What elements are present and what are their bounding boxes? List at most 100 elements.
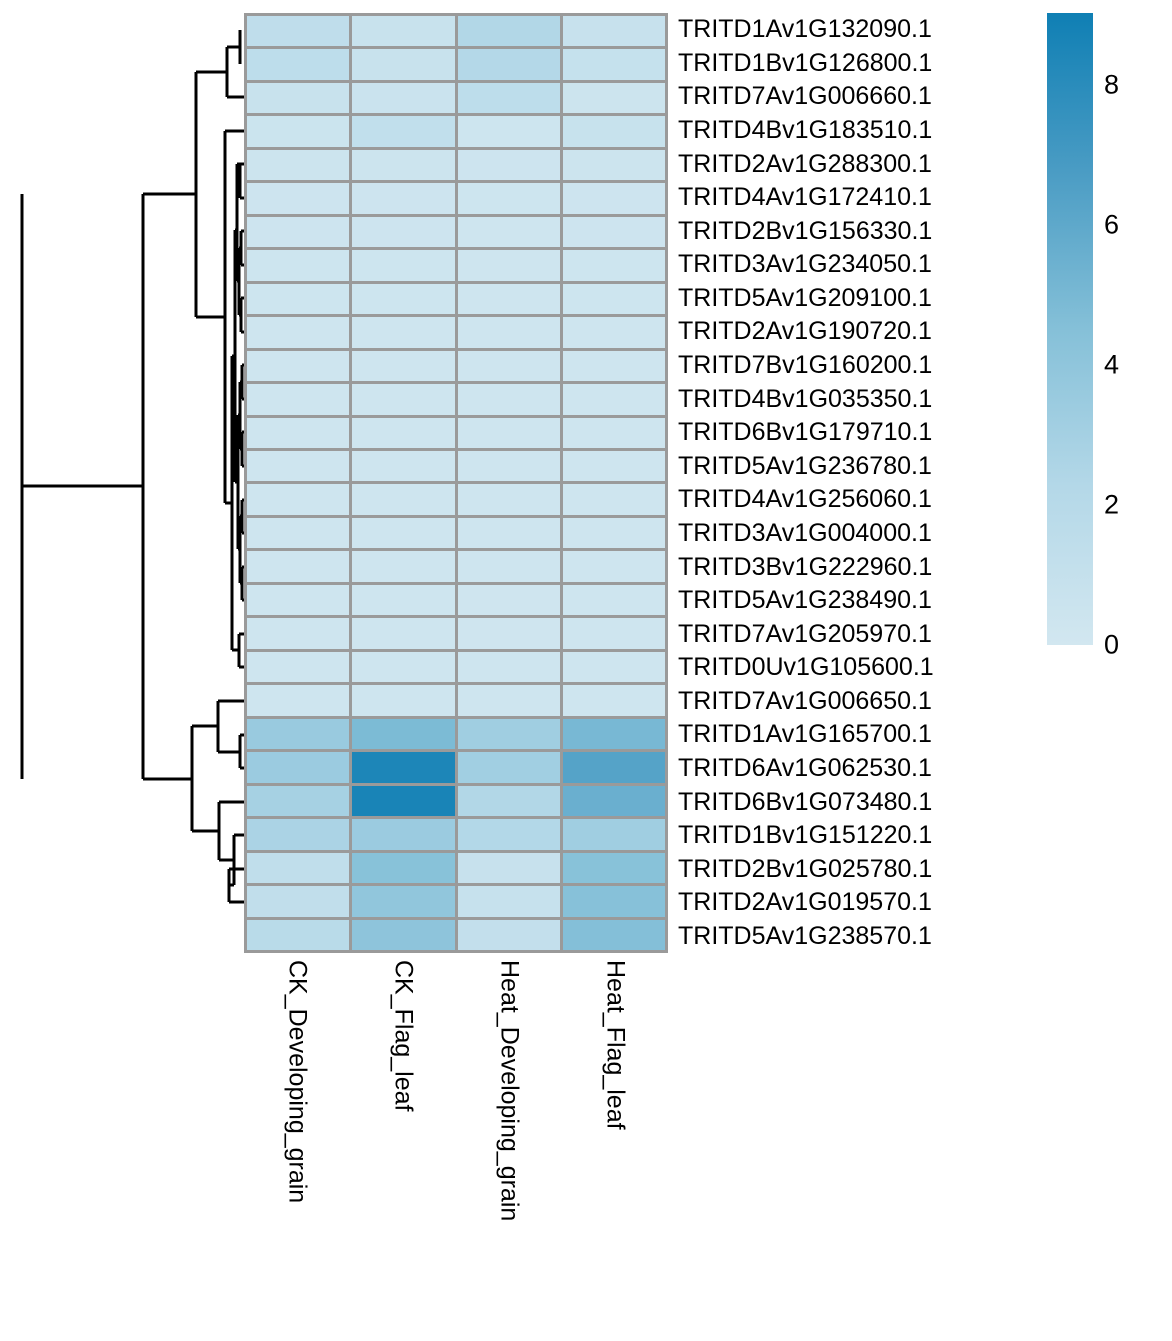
colorbar-tick-label: 6 bbox=[1104, 209, 1120, 240]
heatmap-cell bbox=[247, 752, 350, 783]
column-label: Heat_Developing_grain bbox=[495, 960, 524, 1222]
heatmap-cell bbox=[247, 584, 350, 616]
heatmap-cell bbox=[352, 651, 455, 683]
row-label: TRITD2Av1G190720.1 bbox=[678, 317, 932, 346]
heatmap-cell bbox=[247, 785, 350, 817]
heatmap-cell bbox=[352, 451, 455, 482]
row-label: TRITD6Av1G062530.1 bbox=[678, 754, 932, 782]
row-label: TRITD1Bv1G126800.1 bbox=[678, 48, 933, 77]
heatmap-cell bbox=[247, 16, 350, 47]
heatmap-cell bbox=[457, 283, 560, 315]
heatmap-cell bbox=[247, 551, 350, 582]
heatmap-cell bbox=[247, 384, 350, 415]
heatmap-cell bbox=[352, 618, 455, 649]
heatmap-cell bbox=[457, 49, 560, 80]
row-label: TRITD5Av1G238570.1 bbox=[678, 921, 932, 950]
heatmap-cell bbox=[352, 685, 455, 716]
heatmap-cell bbox=[457, 16, 560, 47]
heatmap-cell bbox=[352, 116, 455, 147]
heatmap-cell bbox=[562, 283, 665, 315]
heatmap-cell bbox=[562, 116, 665, 147]
heatmap-cell bbox=[352, 785, 455, 817]
row-label: TRITD3Av1G004000.1 bbox=[678, 518, 932, 547]
heatmap-cell bbox=[562, 451, 665, 482]
heatmap-cell bbox=[562, 852, 665, 884]
row-label: TRITD1Bv1G151220.1 bbox=[678, 821, 933, 850]
heatmap-cell bbox=[457, 183, 560, 214]
heatmap-cell bbox=[562, 651, 665, 683]
row-label: TRITD6Bv1G179710.1 bbox=[678, 418, 933, 447]
heatmap-cell bbox=[352, 852, 455, 884]
heatmap-cell bbox=[562, 49, 665, 80]
heatmap-cell bbox=[562, 685, 665, 716]
heatmap-cell bbox=[562, 551, 665, 582]
heatmap-cell bbox=[457, 618, 560, 649]
row-label: TRITD3Bv1G222960.1 bbox=[678, 552, 933, 581]
heatmap-cell bbox=[457, 116, 560, 147]
row-label: TRITD4Av1G256060.1 bbox=[678, 485, 932, 514]
heatmap-cell bbox=[457, 216, 560, 248]
heatmap-cell bbox=[247, 250, 350, 281]
row-label: TRITD5Av1G209100.1 bbox=[678, 283, 932, 312]
row-dendrogram bbox=[20, 28, 246, 904]
heatmap-cell bbox=[247, 819, 350, 850]
row-label: TRITD5Av1G238490.1 bbox=[678, 586, 932, 615]
column-label-slot: CK_Flag_leaf bbox=[350, 956, 456, 1336]
row-label: TRITD4Av1G172410.1 bbox=[678, 183, 932, 212]
column-label-slot: Heat_Developing_grain bbox=[456, 956, 562, 1336]
heatmap-cell bbox=[247, 350, 350, 382]
heatmap-cell bbox=[457, 819, 560, 850]
heatmap-cell bbox=[352, 250, 455, 281]
heatmap-cell bbox=[562, 149, 665, 181]
heatmap-cell bbox=[247, 886, 350, 917]
row-label: TRITD2Av1G019570.1 bbox=[678, 888, 932, 917]
heatmap-cell bbox=[457, 651, 560, 683]
heatmap-cell bbox=[457, 82, 560, 114]
heatmap-cell bbox=[562, 183, 665, 214]
heatmap-cell bbox=[352, 886, 455, 917]
heatmap-cell bbox=[562, 216, 665, 248]
heatmap-cell bbox=[562, 484, 665, 515]
heatmap-cell bbox=[562, 785, 665, 817]
heatmap-cell bbox=[247, 718, 350, 750]
heatmap-cell bbox=[247, 149, 350, 181]
heatmap-cell bbox=[352, 517, 455, 549]
heatmap-cell bbox=[352, 216, 455, 248]
heatmap-cell bbox=[457, 149, 560, 181]
heatmap-cell bbox=[247, 651, 350, 683]
heatmap-cell bbox=[457, 886, 560, 917]
heatmap-cell bbox=[247, 852, 350, 884]
column-label: Heat_Flag_leaf bbox=[601, 960, 630, 1130]
heatmap-cell bbox=[352, 350, 455, 382]
row-label: TRITD2Bv1G025780.1 bbox=[678, 854, 933, 883]
heatmap-cell bbox=[562, 16, 665, 47]
colorbar-tick-label: 4 bbox=[1104, 349, 1120, 380]
row-label: TRITD4Bv1G183510.1 bbox=[678, 116, 933, 145]
heatmap-cell bbox=[562, 250, 665, 281]
row-label: TRITD2Av1G288300.1 bbox=[678, 149, 932, 178]
row-label: TRITD1Av1G165700.1 bbox=[678, 720, 932, 749]
row-label: TRITD7Av1G006650.1 bbox=[678, 686, 932, 715]
heatmap-cell bbox=[562, 317, 665, 348]
row-label: TRITD6Bv1G073480.1 bbox=[678, 787, 933, 816]
column-label-slot: Heat_Flag_leaf bbox=[562, 956, 668, 1336]
heatmap-cell bbox=[457, 417, 560, 449]
heatmap-cell bbox=[352, 183, 455, 214]
heatmap-cell bbox=[562, 417, 665, 449]
heatmap-cell bbox=[247, 685, 350, 716]
heatmap-cell bbox=[352, 584, 455, 616]
heatmap-cell bbox=[247, 517, 350, 549]
heatmap-cell bbox=[562, 517, 665, 549]
heatmap-cell bbox=[457, 685, 560, 716]
heatmap-cell bbox=[352, 82, 455, 114]
heatmap-cell bbox=[247, 451, 350, 482]
heatmap-cell bbox=[247, 116, 350, 147]
row-label: TRITD5Av1G236780.1 bbox=[678, 451, 932, 480]
heatmap-cell bbox=[457, 718, 560, 750]
heatmap-cell bbox=[562, 819, 665, 850]
row-label: TRITD2Bv1G156330.1 bbox=[678, 216, 933, 245]
heatmap-cell bbox=[247, 417, 350, 449]
